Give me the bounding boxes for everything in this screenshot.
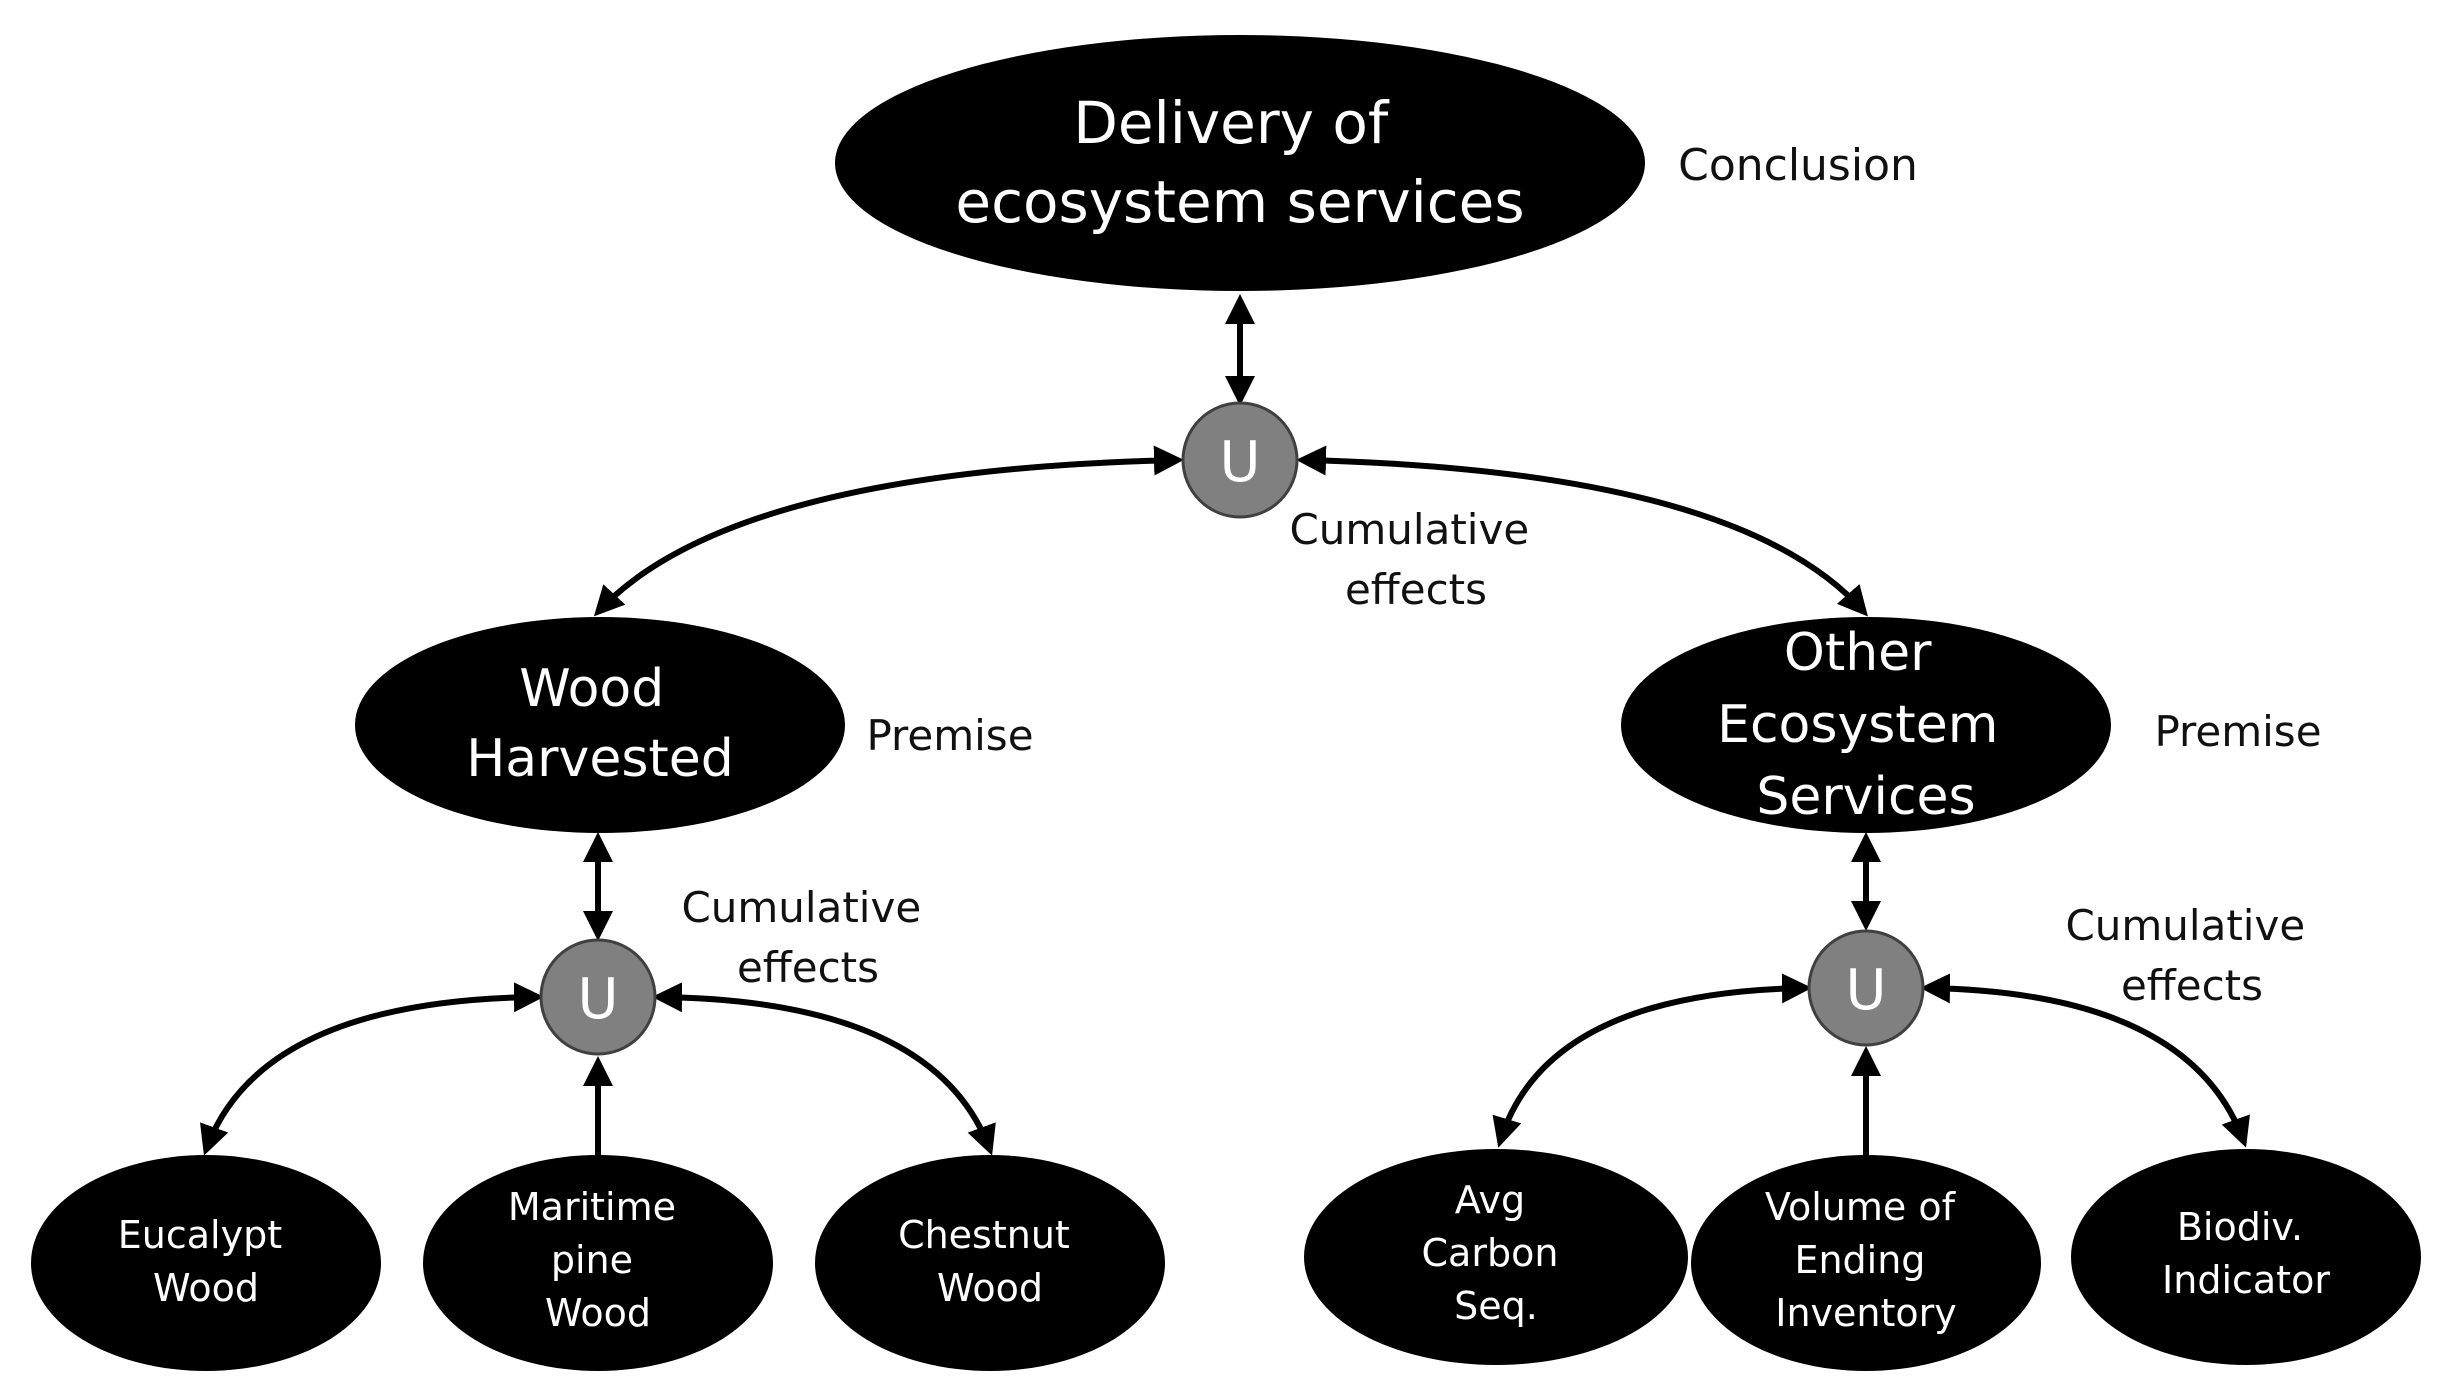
premise-other-services-text: Other Ecosystem Services — [1717, 623, 2015, 827]
input-volume-ending-inventory-node: Volume of Ending Inventory — [1691, 1155, 2041, 1371]
input-biodiv-text: Biodiv. Indicator — [2162, 1205, 2330, 1302]
input-carbon-ellipse — [1304, 1149, 1688, 1365]
input-volume-text: Volume of Ending Inventory — [1765, 1185, 1967, 1335]
input-chestnut-wood-node: Chestnut Wood — [815, 1155, 1165, 1371]
input-line: Inventory — [1775, 1291, 1957, 1335]
top-union-label-line: Cumulative — [1289, 505, 1529, 554]
conclusion-ellipse — [835, 35, 1645, 291]
input-avg-carbon-seq-node: Avg Carbon Seq. — [1304, 1149, 1688, 1365]
top-union-symbol: U — [1220, 430, 1261, 495]
input-line: Eucalypt — [118, 1213, 282, 1257]
input-line: Indicator — [2162, 1258, 2330, 1302]
premise-other-services-label: Premise — [2154, 707, 2321, 756]
input-volume-ellipse — [1691, 1155, 2041, 1371]
edge-top-union-other-services — [1296, 445, 1868, 617]
edge-left-union-eucalypt — [200, 982, 544, 1156]
premise-line: Other — [1784, 623, 1932, 683]
edge-left-union-chestnut — [652, 982, 996, 1156]
input-line: Carbon — [1422, 1231, 1559, 1275]
premise-other-services-node: Other Ecosystem Services — [1621, 617, 2111, 833]
input-chestnut-text: Chestnut Wood — [898, 1213, 1082, 1310]
left-union-node: U — [539, 938, 657, 1056]
input-line: Volume of — [1765, 1185, 1957, 1229]
input-biodiv-ellipse — [2071, 1149, 2421, 1365]
edge-right-union-biodiv — [1920, 973, 2250, 1148]
premise-other-services-ellipse — [1621, 617, 2111, 833]
input-line: Chestnut — [898, 1213, 1070, 1257]
input-eucalypt-wood-node: Eucalypt Wood — [31, 1155, 381, 1371]
input-line: Wood — [153, 1266, 259, 1310]
input-eucalypt-text: Eucalypt Wood — [118, 1213, 294, 1310]
premise-line: Ecosystem — [1717, 695, 1998, 755]
left-union-label: Cumulative effects — [681, 883, 934, 992]
right-union-node: U — [1807, 929, 1925, 1047]
left-union-label-line: Cumulative — [681, 883, 921, 932]
input-line: Wood — [545, 1291, 651, 1335]
top-union-node: U — [1181, 401, 1299, 519]
conclusion-line: Delivery of — [1073, 89, 1390, 157]
input-line: Biodiv. — [2177, 1205, 2303, 1249]
conclusion-line: ecosystem services — [955, 168, 1524, 236]
left-union-symbol: U — [578, 967, 619, 1032]
conclusion-label: Conclusion — [1678, 140, 1918, 191]
right-union-label-line: effects — [2121, 961, 2263, 1010]
edge-top-union-wood-harvested — [593, 445, 1184, 617]
input-chestnut-ellipse — [815, 1155, 1165, 1371]
conclusion-node: Delivery of ecosystem services — [835, 35, 1645, 291]
edges — [200, 294, 2250, 1165]
premise-line: Services — [1756, 767, 1975, 827]
left-union-label-line: effects — [737, 943, 879, 992]
input-line: Ending — [1794, 1238, 1925, 1282]
premise-wood-harvested-text: Wood Harvested — [466, 659, 734, 789]
premise-wood-harvested-node: Wood Harvested — [355, 617, 845, 833]
top-union-circle — [1181, 401, 1299, 519]
premise-line: Harvested — [466, 729, 734, 789]
premise-wood-harvested-ellipse — [355, 617, 845, 833]
top-union-label: Cumulative effects — [1289, 505, 1542, 614]
input-biodiv-indicator-node: Biodiv. Indicator — [2071, 1149, 2421, 1365]
left-union-circle — [539, 938, 657, 1056]
input-maritime-text: Maritime pine Wood — [508, 1185, 688, 1335]
right-union-symbol: U — [1846, 958, 1887, 1023]
input-line: Wood — [937, 1266, 1043, 1310]
input-carbon-text: Avg Carbon Seq. — [1422, 1178, 1571, 1328]
conclusion-text: Delivery of ecosystem services — [955, 89, 1524, 236]
input-line: pine — [551, 1238, 633, 1282]
right-union-label: Cumulative effects — [2065, 901, 2318, 1010]
input-line: Avg — [1455, 1178, 1525, 1222]
premise-wood-harvested-label: Premise — [866, 711, 1033, 760]
input-maritime-ellipse — [423, 1155, 773, 1371]
input-eucalypt-ellipse — [31, 1155, 381, 1371]
top-union-label-line: effects — [1345, 565, 1487, 614]
premise-line: Wood — [519, 659, 664, 719]
input-maritime-pine-wood-node: Maritime pine Wood — [423, 1155, 773, 1371]
edge-right-union-carbon — [1492, 973, 1812, 1148]
input-line: Maritime — [508, 1185, 676, 1229]
input-line: Seq. — [1454, 1284, 1538, 1328]
right-union-circle — [1807, 929, 1925, 1047]
right-union-label-line: Cumulative — [2065, 901, 2305, 950]
